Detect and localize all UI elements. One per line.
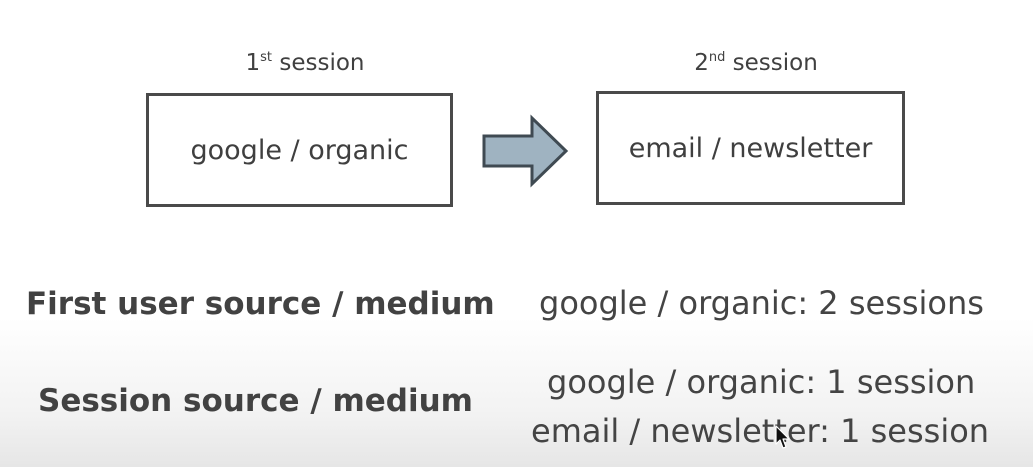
arrow-shape: [482, 114, 569, 188]
session-2-label: 2nd session: [646, 50, 866, 76]
session-1-source: google / organic: [190, 134, 409, 166]
session-2-ordinal-suffix: nd: [708, 50, 726, 65]
session-1-label-text: session: [279, 50, 365, 76]
right-arrow-icon: [482, 114, 569, 188]
first-user-source-medium-label: First user source / medium: [26, 286, 495, 322]
session-source-medium-value-2: email / newsletter: 1 session: [531, 412, 990, 450]
session-1-box: google / organic: [146, 93, 453, 207]
session-2-label-text: session: [732, 50, 818, 76]
session-2-source: email / newsletter: [628, 132, 873, 164]
first-user-source-medium-value: google / organic: 2 sessions: [539, 284, 984, 322]
session-source-medium-label: Session source / medium: [38, 383, 473, 419]
session-1-ordinal-suffix: st: [260, 50, 273, 65]
session-2-box: email / newsletter: [596, 91, 905, 205]
mouse-cursor-icon: [775, 425, 790, 449]
session-1-number: 1: [245, 50, 261, 76]
session-source-medium-value-1: google / organic: 1 session: [547, 363, 976, 401]
session-1-label: 1st session: [195, 50, 415, 76]
session-2-number: 2: [694, 50, 709, 76]
